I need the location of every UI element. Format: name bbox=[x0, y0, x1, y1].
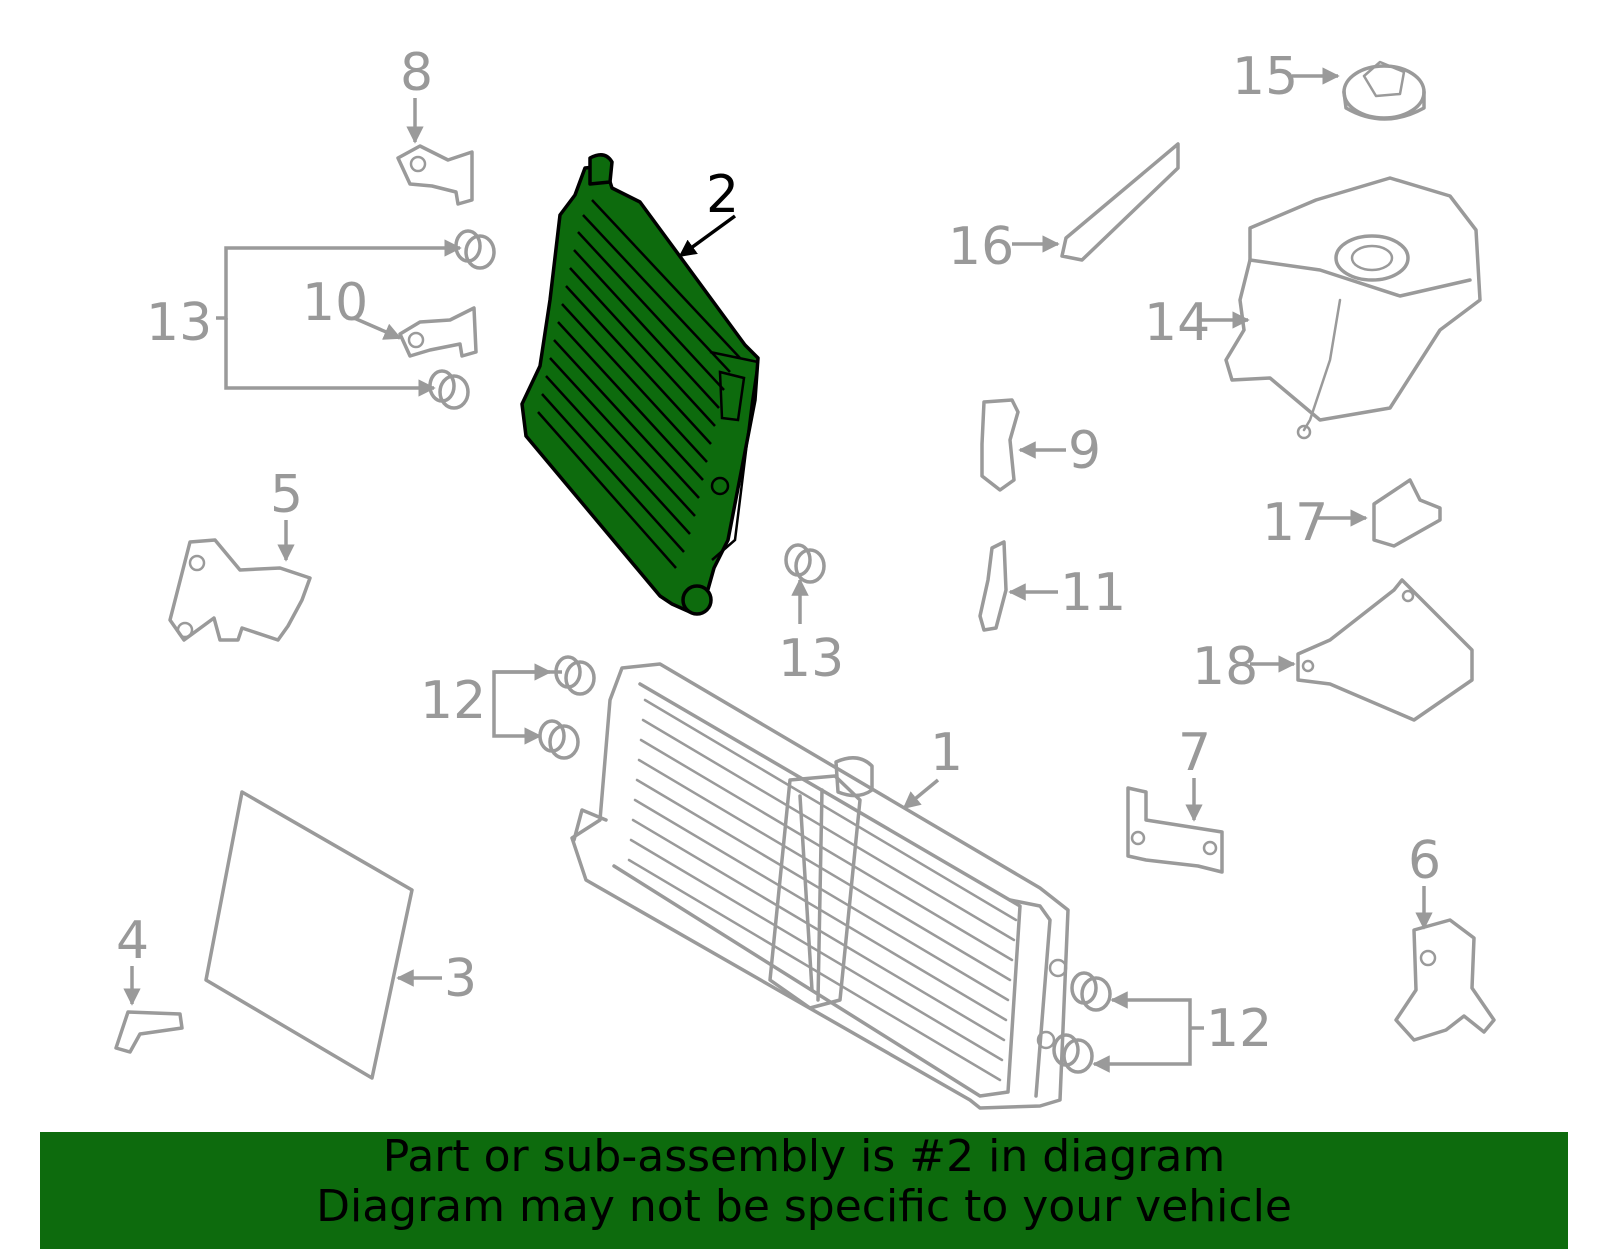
callout-13-center: 13 bbox=[778, 629, 844, 689]
callout-6: 6 bbox=[1408, 831, 1441, 891]
bracket-part-17[interactable] bbox=[1372, 478, 1442, 548]
bracket-part-8[interactable] bbox=[396, 144, 474, 206]
callout-8: 8 bbox=[400, 43, 433, 103]
bushings[interactable] bbox=[428, 229, 1112, 1074]
bracket-part-7[interactable] bbox=[1126, 786, 1224, 874]
callout-2-selected: 2 bbox=[706, 165, 739, 225]
auxiliary-radiator-part-2[interactable] bbox=[520, 153, 760, 616]
clip-part-11[interactable] bbox=[978, 540, 1008, 632]
callout-11: 11 bbox=[1060, 563, 1126, 623]
info-banner: Part or sub-assembly is #2 in diagram Di… bbox=[40, 1132, 1568, 1249]
panel-part-3[interactable] bbox=[204, 790, 414, 1080]
leader-lines bbox=[123, 67, 1433, 1073]
callout-7: 7 bbox=[1178, 723, 1211, 783]
callout-5: 5 bbox=[270, 465, 303, 525]
callout-13-left: 13 bbox=[146, 293, 212, 353]
callout-3: 3 bbox=[444, 949, 477, 1009]
expansion-tank-part-14[interactable] bbox=[1224, 176, 1482, 440]
bracket-part-5[interactable] bbox=[168, 538, 312, 642]
callout-12-left: 12 bbox=[420, 671, 486, 731]
callout-16: 16 bbox=[948, 217, 1014, 277]
callout-1: 1 bbox=[930, 723, 963, 783]
radiator-part-1[interactable] bbox=[570, 662, 1070, 1110]
banner-line-1: Part or sub-assembly is #2 in diagram bbox=[382, 1131, 1226, 1182]
banner-line-2: Diagram may not be specific to your vehi… bbox=[316, 1181, 1292, 1232]
callout-14: 14 bbox=[1144, 293, 1210, 353]
mount-plate-part-18[interactable] bbox=[1296, 578, 1474, 722]
callout-18: 18 bbox=[1192, 637, 1258, 697]
strap-part-16[interactable] bbox=[1060, 142, 1180, 262]
clip-part-9[interactable] bbox=[980, 398, 1020, 492]
callout-12-right: 12 bbox=[1206, 999, 1272, 1059]
callout-9: 9 bbox=[1068, 421, 1101, 481]
callout-15: 15 bbox=[1232, 47, 1298, 107]
callout-17: 17 bbox=[1262, 493, 1328, 553]
bracket-part-4[interactable] bbox=[114, 1010, 184, 1054]
bracket-part-6[interactable] bbox=[1394, 918, 1496, 1042]
bracket-part-10[interactable] bbox=[398, 306, 478, 358]
cap-part-15[interactable] bbox=[1342, 60, 1426, 121]
callout-4: 4 bbox=[116, 911, 149, 971]
callout-10: 10 bbox=[302, 273, 368, 333]
